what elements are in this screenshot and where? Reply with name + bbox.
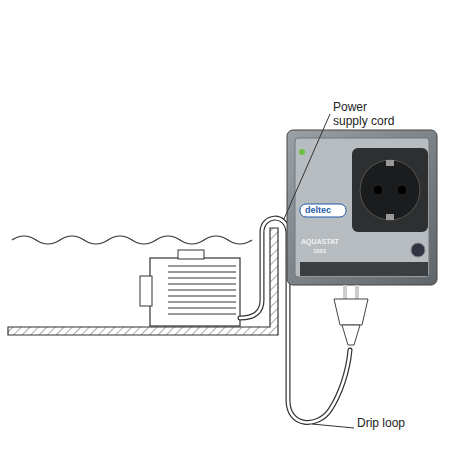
drip-loop-label: Drip loop bbox=[357, 416, 417, 430]
pump bbox=[140, 250, 240, 326]
water-surface bbox=[12, 236, 252, 244]
pump-fin bbox=[168, 308, 236, 309]
pump-fin bbox=[168, 290, 236, 291]
pump-fin bbox=[168, 272, 236, 273]
model-number: 1001 bbox=[313, 248, 343, 255]
leader-line bbox=[312, 424, 354, 428]
pump-fin bbox=[168, 302, 236, 303]
pump-fin bbox=[168, 296, 236, 297]
pump-fin bbox=[168, 266, 236, 267]
model-name: AQUASTAT bbox=[301, 238, 351, 246]
pump-fin bbox=[168, 278, 236, 279]
leader-line bbox=[284, 114, 330, 219]
brand-logo: deltec bbox=[305, 205, 345, 215]
aquastat-device bbox=[287, 130, 437, 285]
tank-wall bbox=[8, 228, 278, 335]
plug bbox=[334, 285, 368, 345]
pump-fin bbox=[168, 284, 236, 285]
pump-fin bbox=[168, 314, 236, 315]
cord-label: Power supply cord bbox=[333, 100, 403, 128]
